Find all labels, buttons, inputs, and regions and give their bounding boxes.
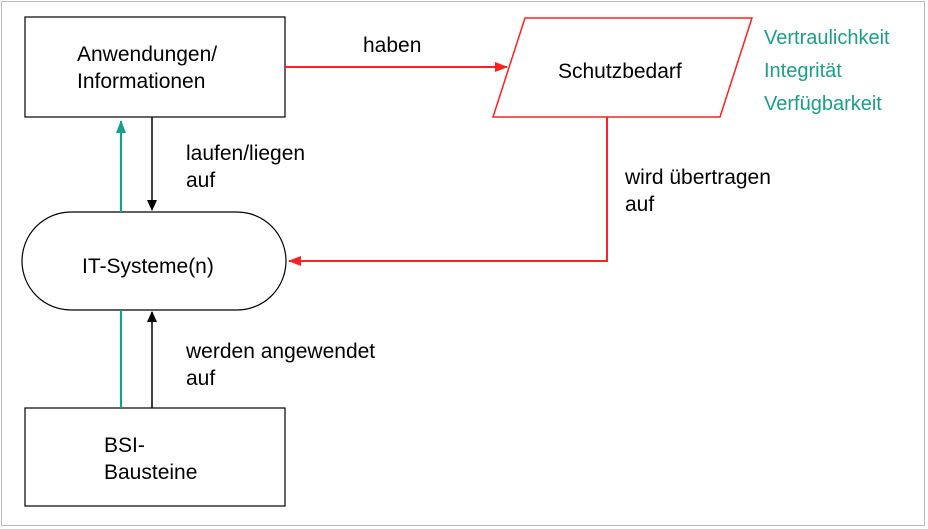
schutzziel-verfuegbarkeit: Verfügbarkeit xyxy=(764,93,882,115)
node-anwendungen-label: Anwendungen/ Informationen xyxy=(77,41,217,95)
schutzziel-vertraulichkeit: Vertraulichkeit xyxy=(764,27,890,49)
node-anwendungen-box xyxy=(24,16,286,118)
edge-laufen-liegen-label: laufen/liegen auf xyxy=(186,140,305,194)
node-bsi-box xyxy=(24,407,286,507)
node-schutzbedarf-shape xyxy=(491,17,754,118)
edge-wird-uebertragen-arrow xyxy=(288,117,608,266)
node-anwendungen-line2: Informationen xyxy=(77,70,206,93)
schutzziel-integritaet: Integrität xyxy=(764,60,842,82)
node-bsi-line2: Bausteine xyxy=(104,461,198,484)
edge-werden-line2: auf xyxy=(186,367,216,390)
edge-wird-uebertragen-label: wird übertragen auf xyxy=(625,164,771,218)
edge-haben-label: haben xyxy=(363,34,422,57)
node-anwendungen-line1: Anwendungen/ xyxy=(77,43,218,66)
edge-wird-line1: wird übertragen xyxy=(625,166,771,189)
node-bsi-line1: BSI- xyxy=(104,434,145,457)
node-it-systeme-shape xyxy=(21,211,287,311)
node-bsi-label: BSI- Bausteine xyxy=(104,432,197,486)
edge-laufen-line1: laufen/liegen xyxy=(186,142,306,165)
edge-werden-line1: werden angewendet xyxy=(186,340,376,363)
edge-laufen-line2: auf xyxy=(186,169,216,192)
edge-werden-angewendet-label: werden angewendet auf xyxy=(186,338,375,392)
node-schutzbedarf-label: Schutzbedarf xyxy=(558,60,682,83)
node-it-systeme-label: IT-Systeme(n) xyxy=(82,255,214,278)
edge-wird-line2: auf xyxy=(625,193,655,216)
